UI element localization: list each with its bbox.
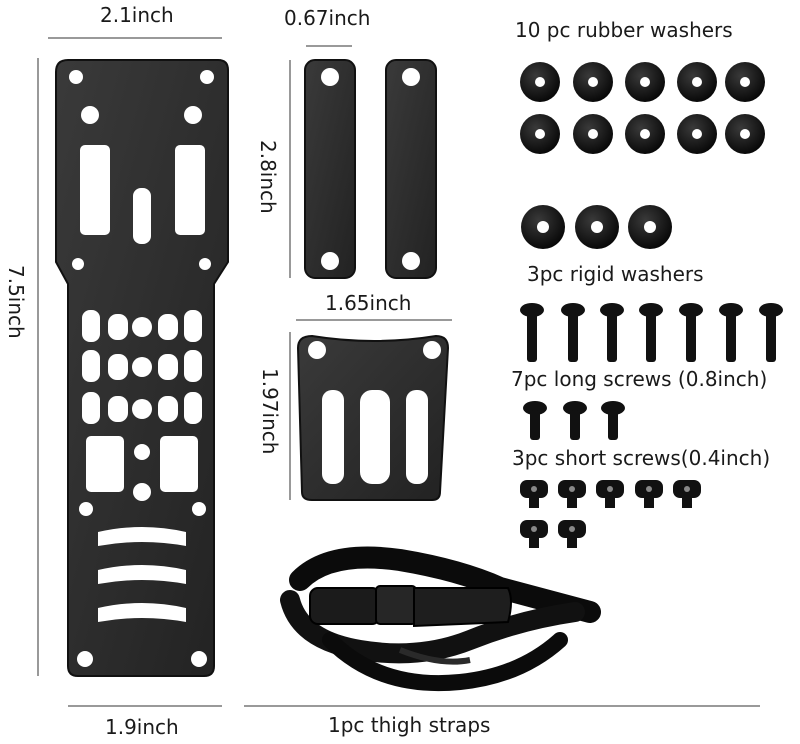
strap-plate-height-label: 2.8inch [256,140,280,214]
dimension-lines [37,37,760,707]
rubber-washers [520,62,765,154]
rigid-washers [521,205,672,249]
main-plate-height-label: 7.5inch [4,265,28,339]
strap-plate-width-label: 0.67inch [284,6,371,30]
short-screws-label: 3pc short screws(0.4inch) [512,446,771,470]
thigh-strap [280,546,601,692]
long-screws-label: 7pc long screws (0.8inch) [511,367,768,391]
thigh-straps-label: 1pc thigh straps [328,713,491,737]
strap-plate-right [385,59,437,279]
short-screws [523,401,625,440]
belt-plate-height-label: 1.97inch [258,368,282,455]
barrel-nuts [520,480,701,548]
rigid-washers-label: 3pc rigid washers [527,262,704,286]
strap-plate-left [304,59,356,279]
long-screws [520,303,783,362]
rubber-washers-label: 10 pc rubber washers [515,18,733,42]
main-plate [55,59,229,677]
belt-plate-width-label: 1.65inch [325,291,412,315]
belt-plate [296,334,450,501]
main-plate-width-label: 2.1inch [100,3,174,27]
main-plate-bottom-width-label: 1.9inch [105,715,179,739]
